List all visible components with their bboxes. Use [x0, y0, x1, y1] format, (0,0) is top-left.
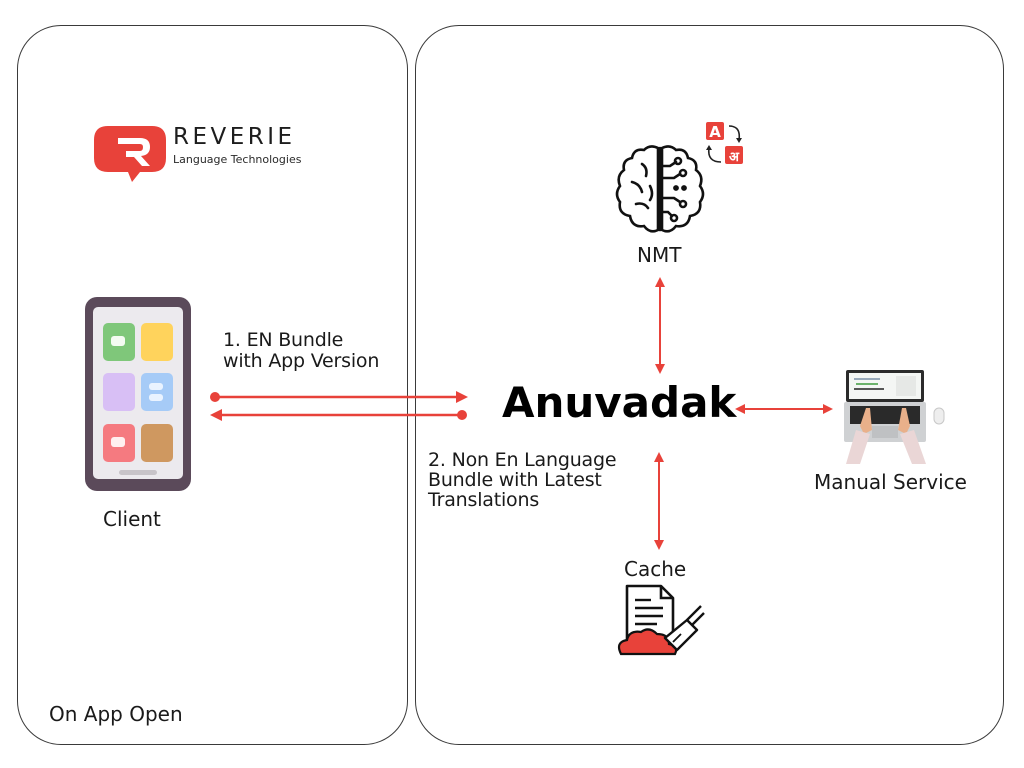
- laptop-typing-icon: [844, 370, 945, 464]
- on-app-open-label: On App Open: [49, 702, 183, 726]
- manual-service-label: Manual Service: [814, 470, 967, 494]
- cache-link-arrow: [654, 452, 664, 550]
- response-label-line2: Bundle with Latest: [428, 469, 602, 491]
- nmt-label: NMT: [637, 243, 682, 267]
- nmt-link-arrow: [655, 277, 665, 374]
- translate-target-glyph: अ: [729, 150, 740, 165]
- manual-link-arrow: [735, 404, 833, 414]
- response-label-line1: 2. Non En Language: [428, 449, 617, 471]
- response-arrow: [210, 409, 467, 421]
- request-label-line2: with App Version: [223, 350, 380, 372]
- document-cleanup-icon: [617, 584, 705, 656]
- client-label: Client: [103, 507, 161, 531]
- brand-name: REVERIE: [173, 124, 296, 150]
- response-label-line3: Translations: [428, 489, 540, 511]
- anuvadak-hub-label: Anuvadak: [502, 378, 737, 427]
- brain-circuit-icon: [615, 145, 705, 233]
- request-label-line1: 1. EN Bundle: [223, 329, 344, 351]
- cache-label: Cache: [624, 557, 687, 581]
- client-side-panel: [17, 25, 408, 745]
- translate-icon: A अ: [706, 122, 743, 165]
- smartphone-icon: [85, 297, 191, 491]
- request-arrow: [210, 391, 468, 403]
- reverie-logo-icon: [94, 126, 166, 182]
- brand-tagline: Language Technologies: [173, 153, 302, 166]
- translate-source-glyph: A: [709, 123, 721, 141]
